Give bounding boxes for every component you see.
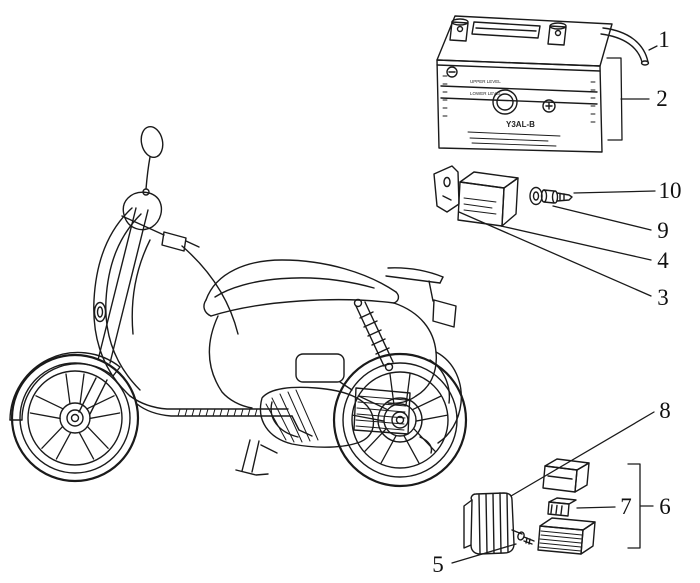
seat xyxy=(203,259,400,317)
battery-lower-level-label: LOWER LEVEL xyxy=(470,91,502,96)
rear-shock xyxy=(353,298,394,372)
scooter-illustration xyxy=(9,125,468,488)
callout-9: 9 xyxy=(657,218,669,243)
callout-8: 8 xyxy=(659,398,671,423)
relay-top xyxy=(542,458,590,493)
battery-labels: UPPER LEVEL LOWER LEVEL Y3AL-B xyxy=(470,79,535,129)
floorboard xyxy=(129,395,313,437)
floor-mat-hatch xyxy=(177,408,258,417)
mounting-bolt xyxy=(529,186,573,206)
leader-line-8 xyxy=(510,411,655,497)
callout-2: 2 xyxy=(656,86,668,111)
battery-upper-level-label: UPPER LEVEL xyxy=(470,79,501,84)
leader-line-10 xyxy=(573,190,656,194)
center-stand xyxy=(235,439,278,476)
rear-rack-taillight xyxy=(385,267,457,328)
front-wheel xyxy=(10,353,140,483)
battery-model-label: Y3AL-B xyxy=(506,120,535,129)
callout-7: 7 xyxy=(620,494,632,519)
callout-4: 4 xyxy=(657,248,669,273)
relay-bottom xyxy=(537,517,596,555)
bracket-6 xyxy=(627,463,654,549)
battery-cap-strip xyxy=(471,21,541,39)
callout-10: 10 xyxy=(659,178,682,203)
mirror xyxy=(140,125,164,196)
regulator-group xyxy=(433,165,573,227)
horn xyxy=(463,492,515,555)
leader-line-7 xyxy=(576,506,616,509)
callout-leaders xyxy=(451,45,658,564)
battery-illustration xyxy=(436,15,650,153)
battery-brand-logo xyxy=(492,89,518,115)
front-fork xyxy=(78,207,149,415)
horn-screw xyxy=(511,529,535,545)
leader-line-4 xyxy=(500,225,652,261)
mounting-bracket xyxy=(433,165,460,213)
leader-line-1 xyxy=(648,45,658,51)
battery-lower-level-line xyxy=(440,97,598,105)
leader-line-5 xyxy=(451,543,517,564)
bracket-2 xyxy=(606,57,650,141)
battery-upper-level-line xyxy=(440,85,598,93)
horn-relay-group xyxy=(463,458,596,555)
relay xyxy=(457,171,519,227)
rear-wheel xyxy=(332,352,468,488)
handlebar xyxy=(121,191,200,252)
engine xyxy=(259,353,433,454)
callout-6: 6 xyxy=(659,494,671,519)
callout-numbers: 1 2 10 9 4 3 8 6 7 5 xyxy=(432,27,681,577)
callout-3: 3 xyxy=(657,285,669,310)
rear-fender xyxy=(429,351,462,444)
battery-vent-tube xyxy=(602,27,649,63)
callout-1: 1 xyxy=(658,27,670,52)
leader-line-3 xyxy=(458,211,652,297)
leg-shield xyxy=(93,207,239,397)
connector xyxy=(547,497,577,517)
callout-5: 5 xyxy=(432,552,444,577)
leader-line-9 xyxy=(552,205,652,231)
